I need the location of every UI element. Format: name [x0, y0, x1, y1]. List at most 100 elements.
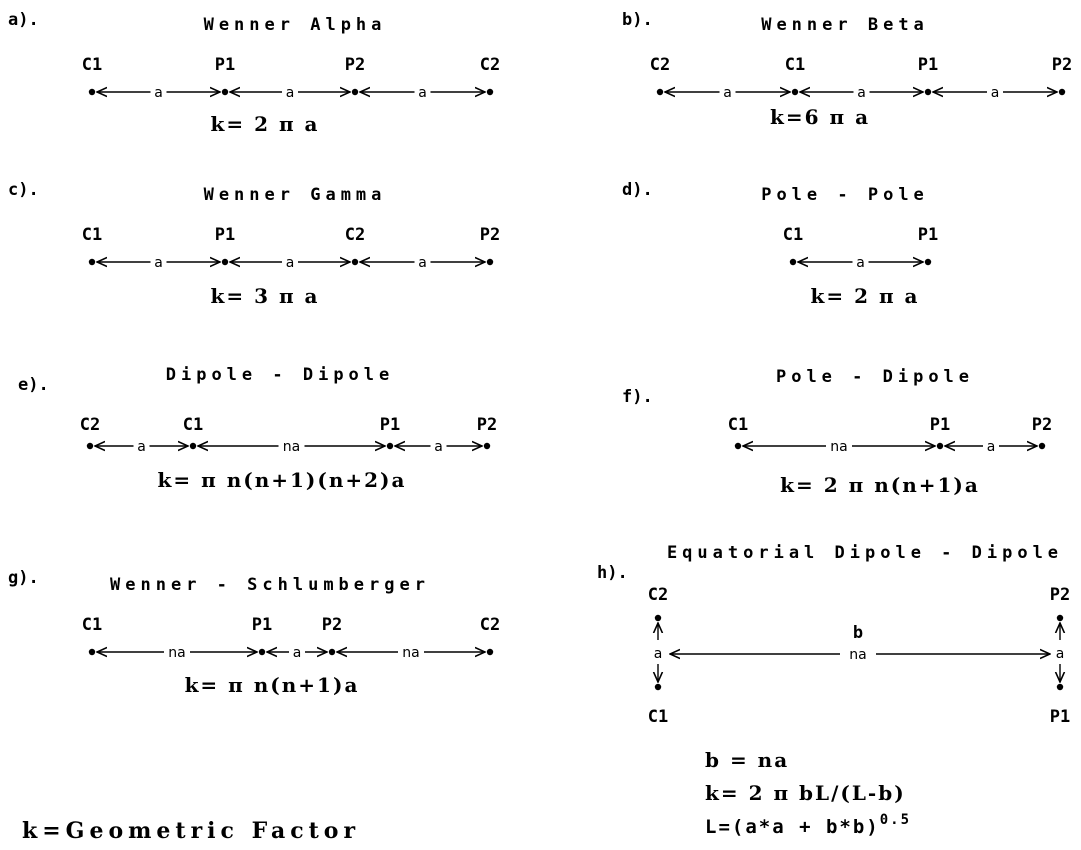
array-title: Pole - Pole — [761, 185, 929, 205]
electrode-dot — [483, 442, 491, 450]
panel-tag: d). — [622, 180, 653, 200]
geometric-factor-formula: L=(a*a + b*b)0.5 — [705, 812, 911, 838]
electrode-label: P2 — [1050, 585, 1070, 605]
electrode-label: C1 — [82, 225, 102, 245]
electrode-label: P2 — [322, 615, 342, 635]
electrode-dot — [258, 648, 266, 656]
panel-tag: e). — [18, 375, 49, 395]
spacing-label: na — [849, 647, 866, 663]
electrode-label: C2 — [480, 55, 500, 75]
electrode-label: P1 — [918, 55, 938, 75]
electrode-label: C2 — [648, 585, 668, 605]
electrode-dot — [654, 683, 662, 691]
electrode-dot — [936, 442, 944, 450]
electrode-label: C1 — [82, 55, 102, 75]
electrode-dot — [486, 88, 494, 96]
electrode-label: P1 — [1050, 707, 1070, 727]
electrode-dot — [486, 258, 494, 266]
array-title: Wenner Alpha — [204, 15, 387, 35]
geometric-factor-formula: k=6 π a — [770, 105, 870, 129]
exponent: 0.5 — [880, 812, 911, 828]
geometric-factor-formula: k= π n(n+1)(n+2)a — [158, 468, 407, 492]
electrode-label: C2 — [650, 55, 670, 75]
spacing-label: a — [856, 255, 865, 271]
electrode-dot — [1056, 683, 1064, 691]
electrode-label: C1 — [648, 707, 668, 727]
panel-tag: g). — [8, 568, 39, 588]
electrode-label: P1 — [215, 225, 235, 245]
electrode-label: P1 — [930, 415, 950, 435]
electrode-dot — [86, 442, 94, 450]
geometric-factor-formula: k= 2 π n(n+1)a — [780, 473, 980, 497]
spacing-label: na — [168, 645, 185, 661]
electrode-label: C2 — [80, 415, 100, 435]
spacing-label: a — [293, 645, 302, 661]
electrode-dot — [221, 88, 229, 96]
electrode-label: P1 — [380, 415, 400, 435]
array-title: Dipole - Dipole — [166, 365, 395, 385]
electrode-label: C1 — [183, 415, 203, 435]
electrode-dot — [1038, 442, 1046, 450]
electrode-label: P1 — [918, 225, 938, 245]
electrode-label: C1 — [785, 55, 805, 75]
spacing-label: a — [1056, 646, 1065, 662]
array-title: Wenner - Schlumberger — [110, 575, 430, 595]
electrode-dot — [88, 648, 96, 656]
geometric-factor-note: k=Geometric Factor — [22, 818, 360, 844]
array-title: Equatorial Dipole - Dipole — [667, 543, 1063, 563]
spacing-label: a — [418, 85, 427, 101]
geometric-factor-formula: k= π n(n+1)a — [185, 673, 360, 697]
spacing-label: a — [723, 85, 732, 101]
electrode-dot — [656, 88, 664, 96]
spacing-label: a — [137, 439, 146, 455]
spacing-label: a — [991, 85, 1000, 101]
electrode-label: C2 — [480, 615, 500, 635]
electrode-dot — [924, 88, 932, 96]
electrode-dot — [791, 88, 799, 96]
electrode-dot — [88, 258, 96, 266]
electrode-dot — [221, 258, 229, 266]
panel-tag: h). — [597, 563, 628, 583]
geometric-factor-formula: k= 2 π bL/(L-b) — [705, 781, 906, 805]
electrode-label: P1 — [252, 615, 272, 635]
electrode-dot — [486, 648, 494, 656]
electrode-label: C1 — [728, 415, 748, 435]
array-title: Wenner Beta — [761, 15, 929, 35]
geometric-factor-formula: k= 2 π a — [810, 284, 919, 308]
electrode-dot — [351, 88, 359, 96]
spacing-label: na — [402, 645, 419, 661]
gap-label: b — [853, 623, 863, 643]
electrode-dot — [1058, 88, 1066, 96]
panel-tag: a). — [8, 10, 39, 30]
electrode-dot — [789, 258, 797, 266]
spacing-label: a — [154, 85, 163, 101]
array-title: Wenner Gamma — [204, 185, 387, 205]
panel-tag: f). — [622, 387, 653, 407]
panel-tag: b). — [622, 10, 653, 30]
spacing-label: a — [154, 255, 163, 271]
electrode-label: C2 — [345, 225, 365, 245]
geometric-factor-formula: k= 2 π a — [210, 112, 319, 136]
electrode-dot — [1056, 614, 1064, 622]
electrode-label: P2 — [345, 55, 365, 75]
spacing-label: a — [286, 255, 295, 271]
electrode-label: C1 — [82, 615, 102, 635]
electrode-dot — [386, 442, 394, 450]
spacing-label: a — [434, 439, 443, 455]
electrode-dot — [734, 442, 742, 450]
electrode-dot — [654, 614, 662, 622]
spacing-label: na — [283, 439, 300, 455]
electrode-label: P2 — [480, 225, 500, 245]
panel-tag: c). — [8, 180, 39, 200]
electrode-label: P2 — [1032, 415, 1052, 435]
equatorial-panel: h).Equatorial Dipole - DipoleC2aC1P2aP1b… — [597, 543, 1070, 838]
spacing-label: a — [286, 85, 295, 101]
